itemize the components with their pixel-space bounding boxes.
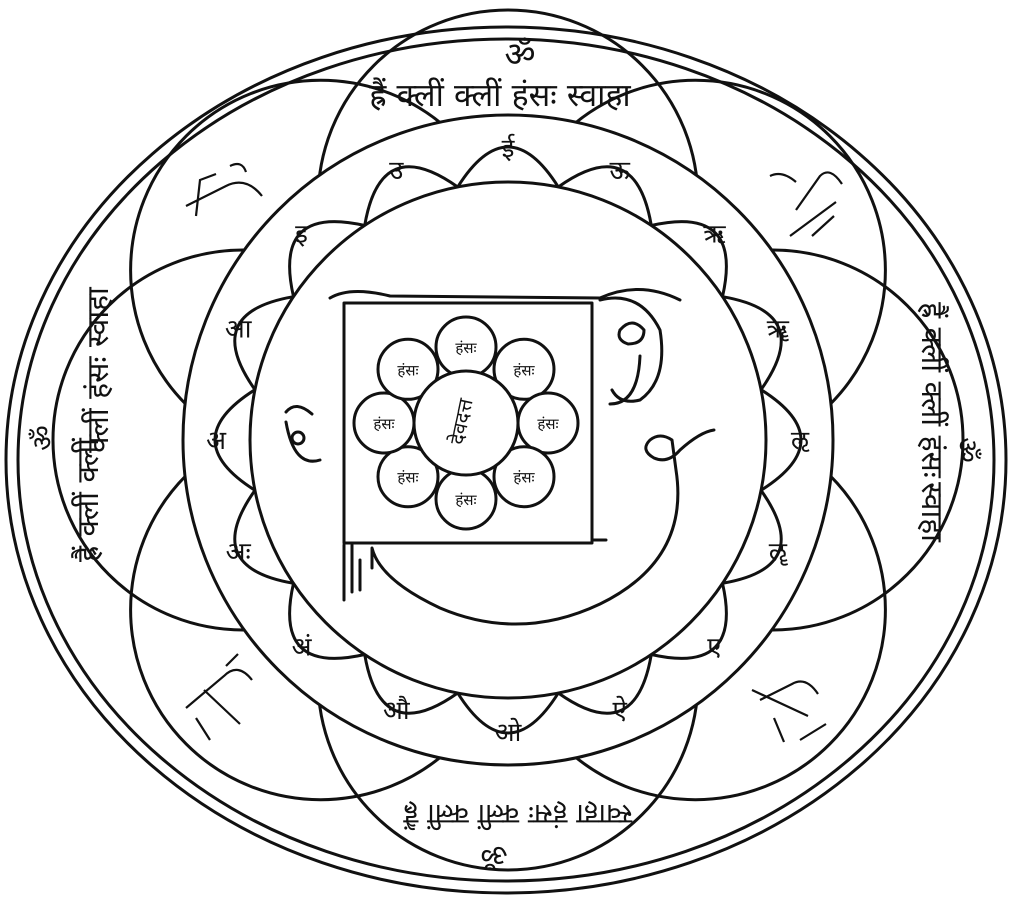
trident-top-right — [770, 172, 842, 236]
top-om: ॐ — [504, 35, 535, 75]
petal-syllable: औ — [383, 695, 410, 726]
trident-top-left — [186, 164, 262, 216]
center-petal-text: हंसः — [455, 491, 477, 509]
center-petal-text: हंसः — [397, 361, 419, 379]
petal-syllable: ॠ — [767, 314, 790, 344]
trident-bottom-left — [186, 654, 252, 740]
center-petal-text: हंसः — [513, 361, 535, 379]
center-lotus: हंसःहंसःहंसःहंसःहंसःहंसःहंसःहंसः देवदत्त — [354, 317, 578, 529]
petal-syllable: उ — [389, 156, 404, 186]
petal-syllable: ॡ — [769, 538, 789, 568]
petal-syllable: ई — [502, 133, 516, 164]
petal-syllable: अः — [226, 538, 252, 568]
petal-syllable: ऊ — [609, 156, 630, 186]
petal-syllable: अं — [292, 633, 313, 663]
center-petal-text: हंसः — [513, 469, 535, 487]
bottom-om: ॐ — [480, 837, 507, 872]
left-mantra-1: क्लीं हंसः स्वाहा — [81, 286, 116, 453]
right-om: ॐ — [951, 437, 984, 463]
center-petal-text: हंसः — [455, 339, 477, 357]
trident-bottom-right — [752, 682, 826, 742]
petal-syllable: ऐ — [613, 695, 628, 726]
petal-syllable: इ — [295, 220, 309, 250]
center-petal-text: हंसः — [537, 415, 559, 433]
petal-syllable: आ — [225, 314, 252, 344]
petal-syllable: अ — [206, 426, 227, 456]
petal-syllable: ओ — [495, 717, 522, 748]
top-mantra: ह्रैं क्लीं क्लीं हंसः स्वाहा — [369, 76, 631, 114]
petal-syllable: ऌ — [791, 426, 810, 456]
center-petal-text: हंसः — [373, 415, 395, 433]
left-om: ॐ — [26, 425, 59, 451]
petal-syllable: ऋ — [703, 220, 726, 250]
bottom-mantra: स्वाहा हंसः क्लीं क्लीं ह्रैं — [402, 798, 632, 831]
left-mantra-2: ह्रैं क्लीं क्लीं — [71, 437, 106, 562]
right-mantra-2: स्वाहा — [914, 482, 949, 543]
petal-syllable: ए — [707, 633, 722, 663]
right-mantra-1: ह्रैं क्लीं क्लीं हंसः — [914, 302, 949, 479]
center-petal-text: हंसः — [397, 469, 419, 487]
